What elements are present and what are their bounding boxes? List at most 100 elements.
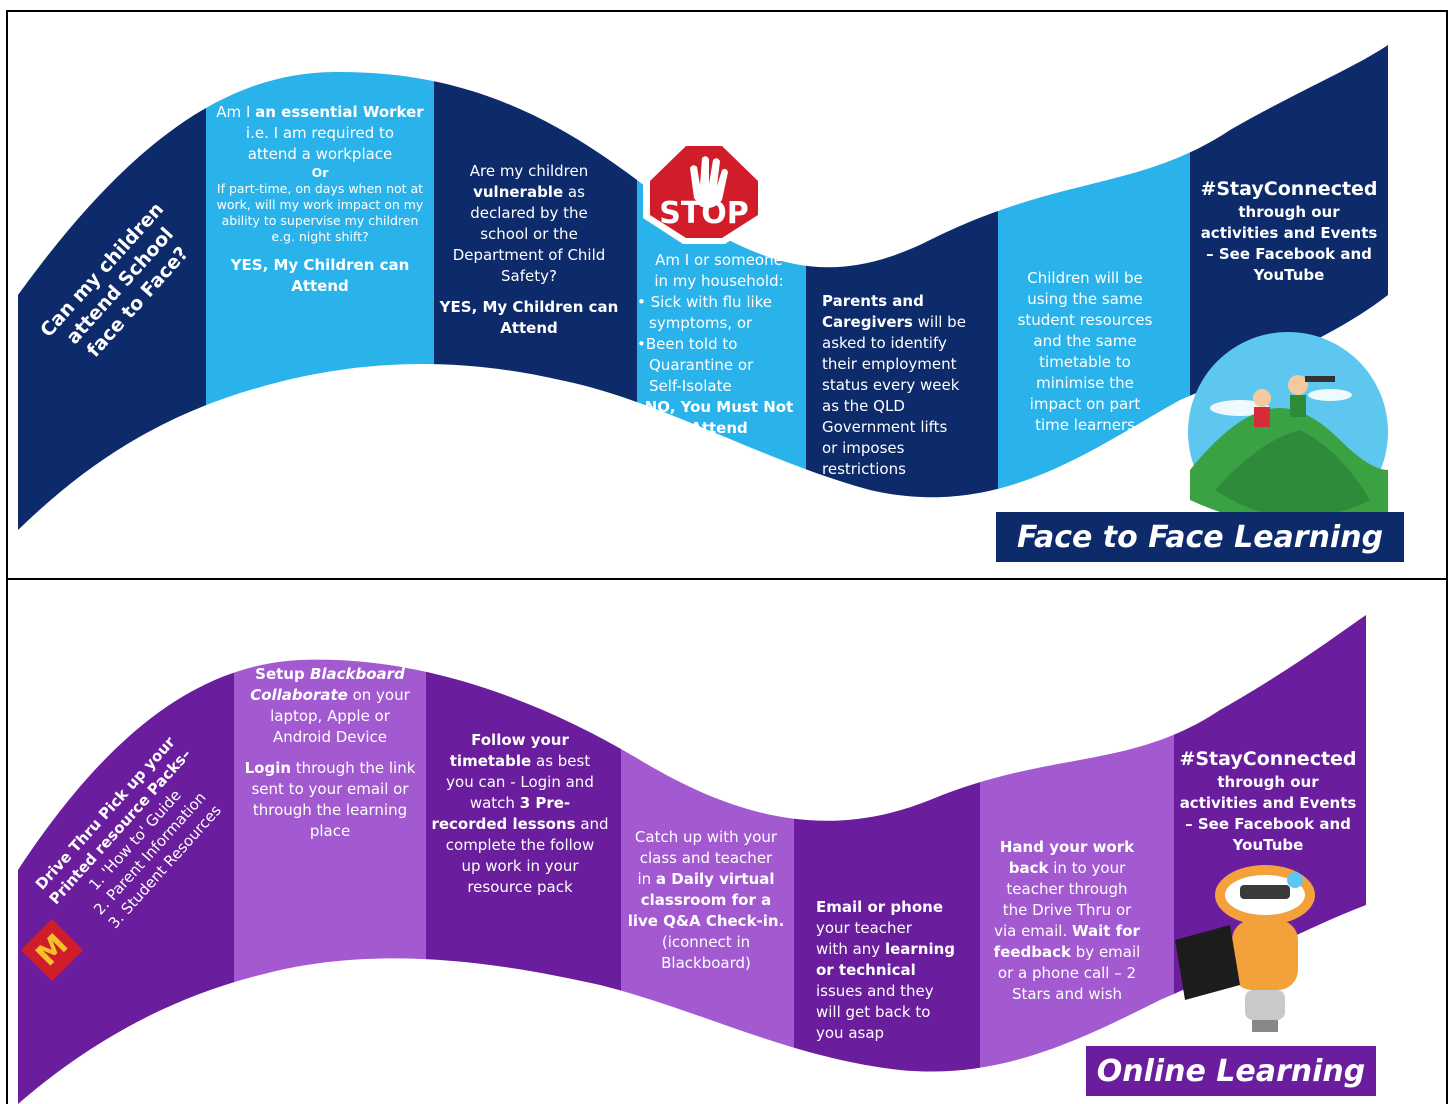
f2f-step5-l8: time learners — [1035, 416, 1135, 434]
online-step3-l5-bold: live Q&A Check-in. — [627, 912, 785, 930]
f2f-step2-answer1: YES, My Children can — [439, 298, 619, 316]
f2f-step1-p1: If part-time, on days when not at — [216, 181, 424, 196]
online-step4-l1-bold: Email or phone — [816, 898, 944, 916]
f2f-step2-l5: Department of Child — [452, 246, 606, 264]
online-step3: Catch up with your class and teacher in … — [621, 827, 791, 974]
online-step1-l1-bold: Setup — [255, 665, 310, 683]
f2f-step5-l2: using the same — [1027, 290, 1143, 308]
online-step2-l2-post: as best — [531, 752, 591, 770]
f2f-step2-answer2: Attend — [500, 319, 558, 337]
f2f-step4-l7: Government lifts — [822, 418, 948, 436]
online-step1-l5-bold: Login — [244, 759, 292, 777]
f2f-step2-l2-bold: vulnerable — [473, 183, 564, 201]
f2f-step5-l7: impact on part — [1029, 395, 1141, 413]
online-step3-l3-bold: a Daily virtual — [655, 870, 775, 888]
online-step1-l4: Android Device — [272, 728, 388, 746]
frame-left-top — [6, 10, 8, 580]
f2f-connect-l3: – See Facebook and — [1206, 245, 1372, 263]
online-step4-l4-bold: or technical — [816, 961, 916, 979]
f2f-step3-l1: Am I or someone — [655, 251, 783, 269]
frame-top — [6, 10, 1448, 12]
f2f-step5: Children will be using the same student … — [998, 268, 1172, 436]
online-step5-l2-post: in to your — [1048, 859, 1126, 877]
frame-left-bottom — [6, 580, 8, 610]
online-step5-l6-post: by email — [1071, 943, 1141, 961]
online-step2-l1-bold: Follow your — [471, 731, 569, 749]
online-connect-l2: activities and Events — [1179, 794, 1357, 812]
f2f-step1-answer2: Attend — [291, 277, 349, 295]
online-step1-l2-bi: Collaborate — [250, 686, 348, 704]
online-step1-l8: place — [309, 822, 351, 840]
online-step2-l5-post: and — [575, 815, 609, 833]
online-step4-l7: you asap — [816, 1024, 885, 1042]
f2f-step3-b2b: Quarantine or — [649, 356, 754, 374]
kids-on-mountain-icon — [1188, 332, 1388, 532]
online-step5-l8: Stars and wish — [1011, 985, 1123, 1003]
f2f-step3-answer2: Attend — [690, 419, 748, 437]
online-step5-l3: teacher through — [1006, 880, 1128, 898]
online-step5-l2-bold: back — [1008, 859, 1049, 877]
online-step2-l4-bold: 3 Pre- — [519, 794, 571, 812]
f2f-step3: Am I or someone in my household: • Sick … — [637, 250, 801, 439]
f2f-step1-l1-pre: Am I — [216, 103, 256, 121]
online-connect-hashtag: #StayConnected — [1179, 748, 1357, 770]
f2f-step5-l6: minimise the — [1036, 374, 1134, 392]
f2f-step2-l6: Safety? — [501, 267, 557, 285]
online-step4: Email or phone your teacher with any lea… — [816, 897, 980, 1044]
f2f-step3-b1b: symptoms, or — [649, 314, 753, 332]
online-step1-l5-post: through the link — [291, 759, 416, 777]
online-step2-l7: up work in your — [461, 857, 579, 875]
online-step2-l5-bold: recorded lessons — [431, 815, 576, 833]
online-step3-l1: Catch up with your — [634, 828, 778, 846]
online-step2-l6: complete the follow — [445, 836, 595, 854]
f2f-step4-l2-bold: Caregivers — [822, 313, 913, 331]
f2f-connect-l4: YouTube — [1253, 266, 1325, 284]
f2f-step3-l2: in my household: — [654, 272, 784, 290]
stop-sign-label: STOP — [659, 196, 749, 231]
f2f-step5-l1: Children will be — [1027, 269, 1143, 287]
robot-laptop-icon — [1175, 865, 1315, 1032]
online-step4-l3-bold: learning — [884, 940, 956, 958]
online-step1-l6: sent to your email or — [251, 780, 409, 798]
online-step3-l4-bold: classroom for a — [640, 891, 772, 909]
f2f-step1-l3: attend a workplace — [247, 145, 393, 163]
online-connect-l1: through our — [1217, 773, 1319, 791]
f2f-banner: Face to Face Learning — [996, 512, 1404, 562]
online-step3-l7: Blackboard) — [661, 954, 751, 972]
f2f-connect-l1: through our — [1238, 203, 1340, 221]
f2f-step2-l4: school or the — [480, 225, 578, 243]
f2f-connect-hashtag: #StayConnected — [1200, 178, 1378, 200]
online-step3-l6: (iconnect in — [661, 933, 751, 951]
f2f-step1-answer1: YES, My Children can — [230, 256, 410, 274]
online-step2-l2-bold: timetable — [449, 752, 532, 770]
online-step4-l3-pre: with any — [816, 940, 885, 958]
f2f-step4: Parents and Caregivers will be asked to … — [822, 291, 992, 480]
f2f-step2-l1: Are my children — [469, 162, 589, 180]
frame-left-bottom2 — [6, 610, 8, 1104]
f2f-step3-b2c: Self-Isolate — [649, 377, 732, 395]
f2f-step5-l3: student resources — [1017, 311, 1153, 329]
f2f-step5-l4: and the same — [1033, 332, 1137, 350]
f2f-step4-l8: or imposes — [822, 439, 905, 457]
online-step1-l1-bi: Blackboard — [309, 665, 405, 683]
f2f-step4-l5: status every week — [822, 376, 960, 394]
online-step3-l3-pre: in — [637, 870, 656, 888]
f2f-step1-l2: i.e. I am required to — [245, 124, 395, 142]
frame-divider — [6, 578, 1448, 580]
online-step5-l4: the Drive Thru or — [1002, 901, 1132, 919]
f2f-step2-l3: declared by the — [470, 204, 588, 222]
f2f-step1-l1-bold: an essential Worker — [255, 103, 424, 121]
online-step5-l6-bold: feedback — [993, 943, 1072, 961]
online-connect-l4: YouTube — [1232, 836, 1304, 854]
f2f-step1-p3: ability to supervise my children — [221, 213, 419, 228]
f2f-step5-l5: timetable to — [1039, 353, 1131, 371]
online-step2-l4-pre: watch — [469, 794, 520, 812]
online-step1: Setup Blackboard Collaborate on your lap… — [236, 664, 424, 842]
online-step5-l5-pre: via email. — [994, 922, 1072, 940]
online-step5-l5-bold: Wait for — [1072, 922, 1140, 940]
f2f-step4-l4: their employment — [822, 355, 957, 373]
online-step5-l1-bold: Hand your work — [999, 838, 1135, 856]
f2f-step3-b2a: •Been told to — [637, 335, 738, 353]
online-step4-l5: issues and they — [816, 982, 934, 1000]
